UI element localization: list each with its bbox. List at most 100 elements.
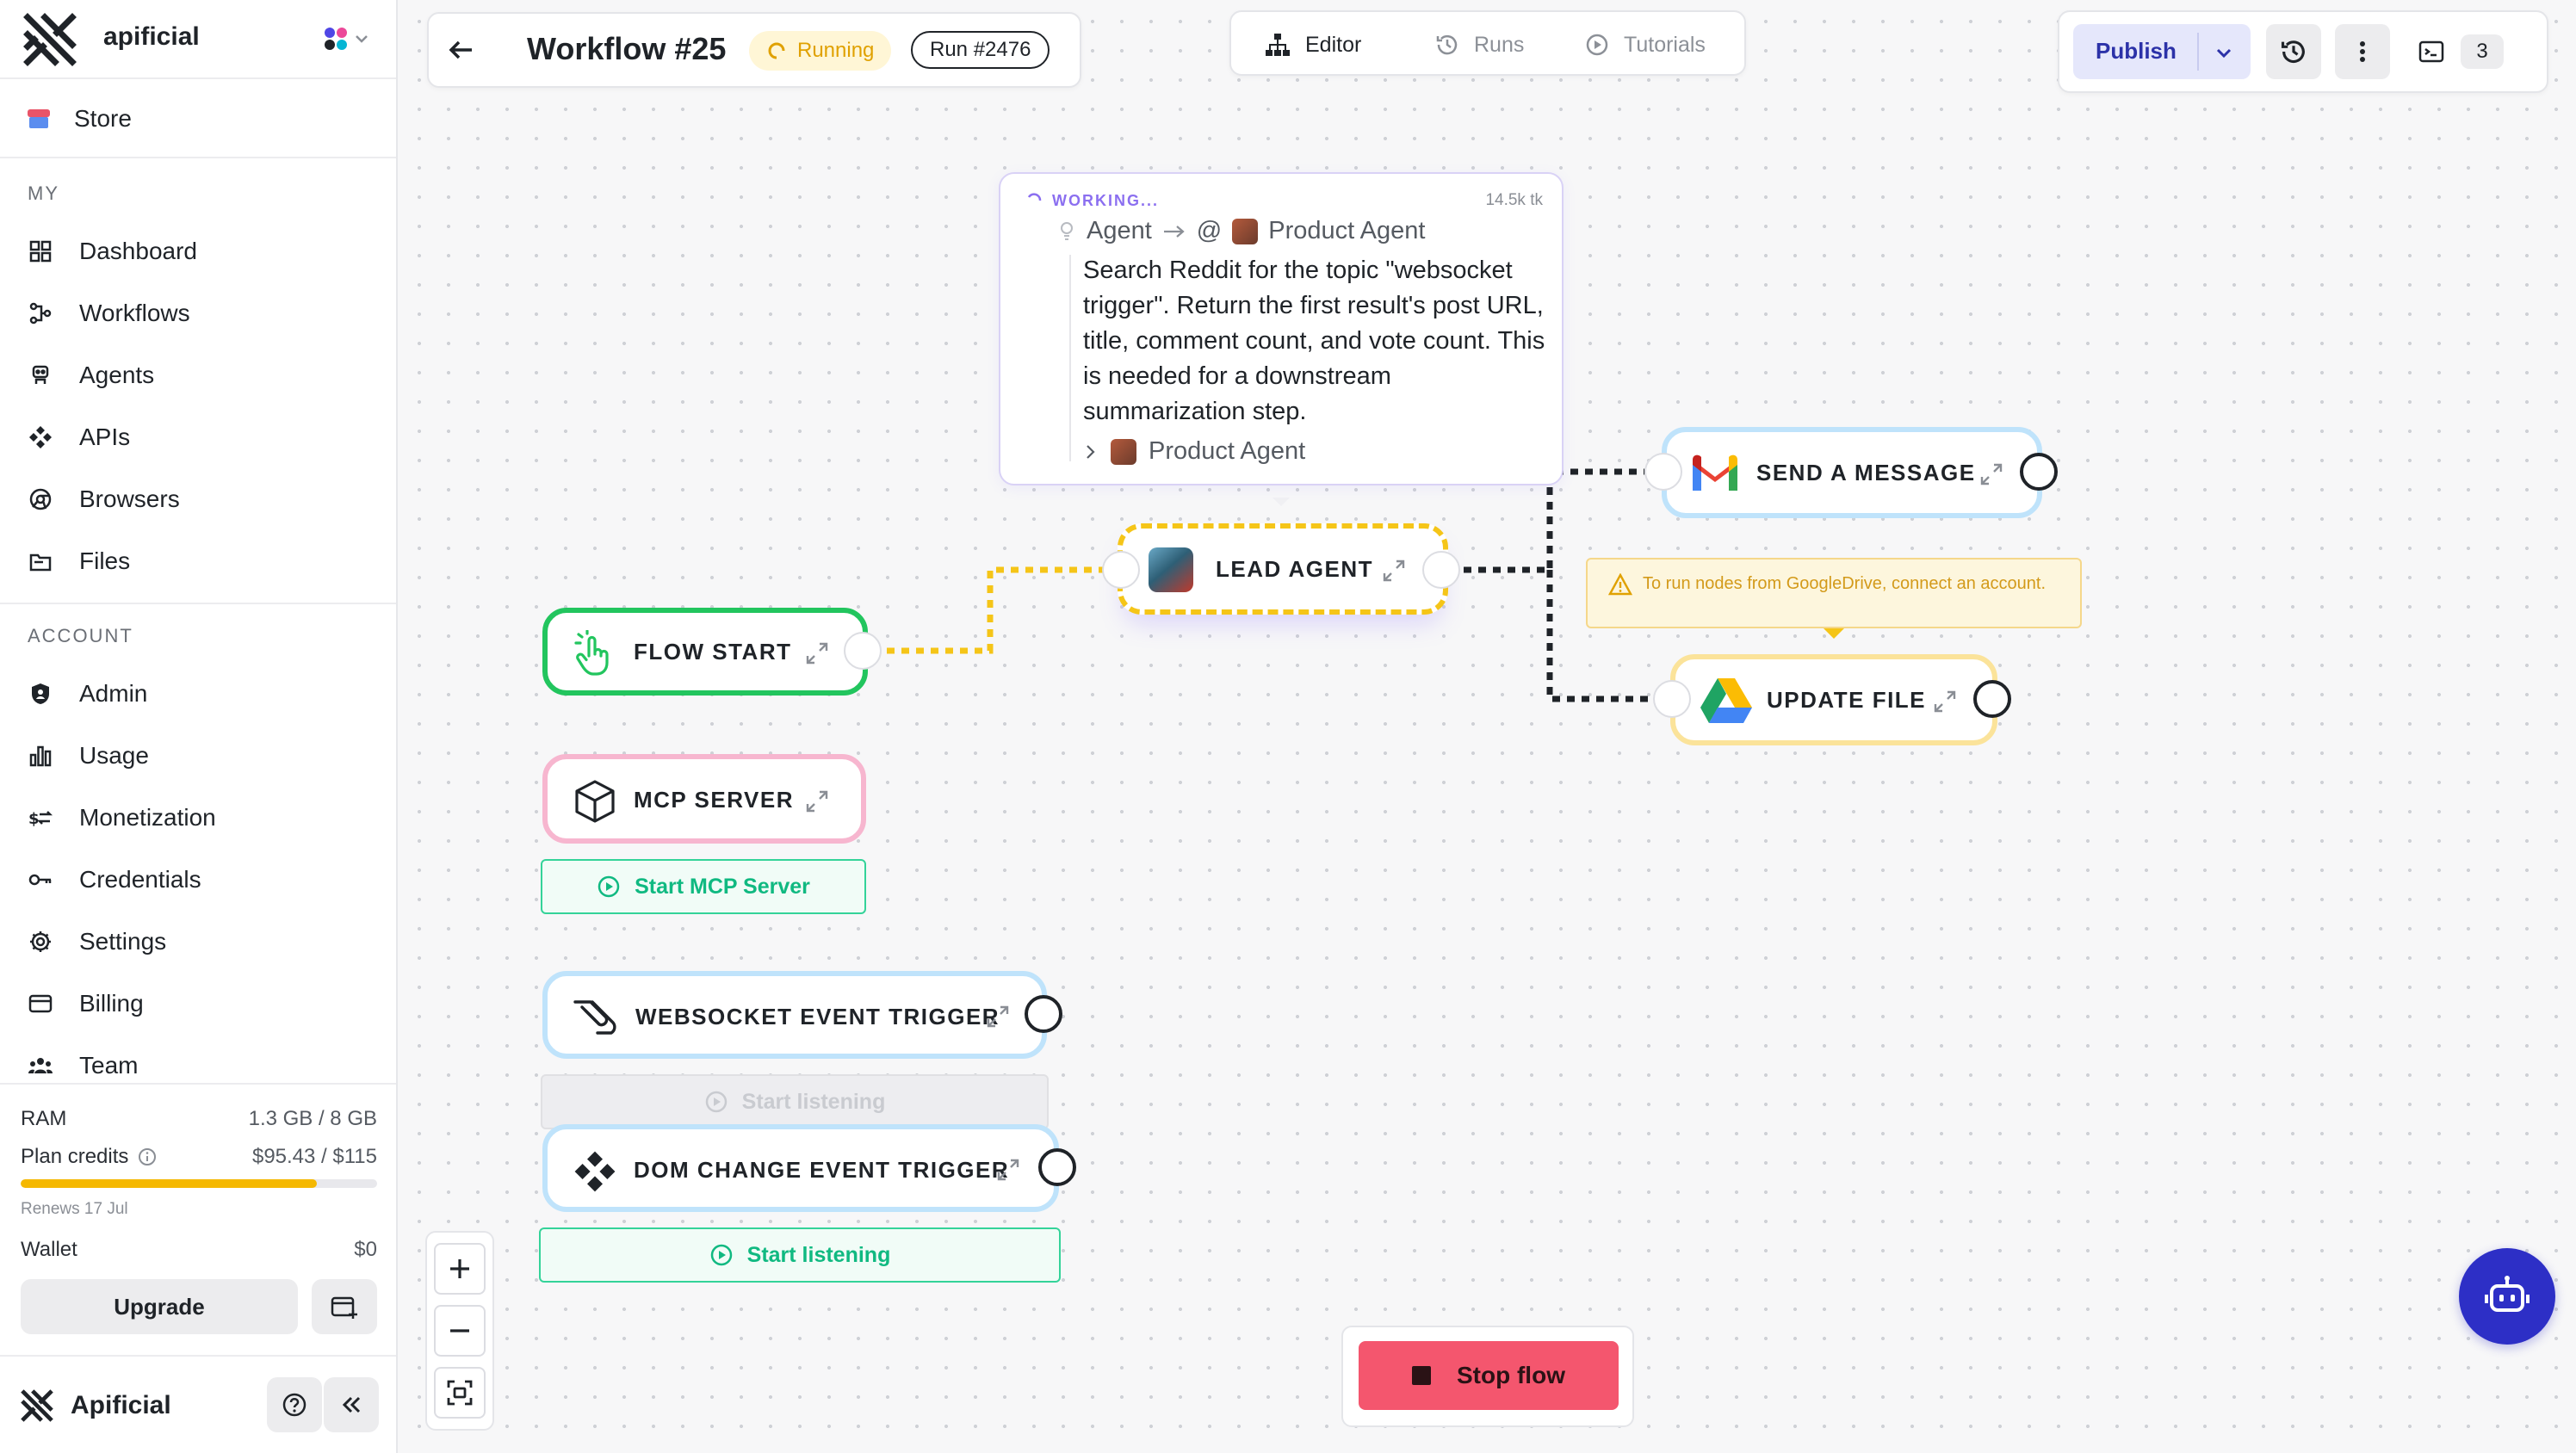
sidebar-item-browsers[interactable]: Browsers [28,480,180,518]
workflow-title[interactable]: Workflow #25 [527,31,727,66]
sidebar-item-store[interactable]: Store [26,102,132,136]
expand-icon[interactable] [1932,689,1958,714]
agent-working-card[interactable]: WORKING... 14.5k tk Agent @ Product Agen… [999,172,1564,485]
history-icon [2281,40,2305,64]
more-options-button[interactable] [2335,24,2390,79]
back-button[interactable] [446,33,494,67]
start-mcp-server-button[interactable]: Start MCP Server [541,859,866,914]
credits-progress-bar [21,1179,377,1188]
monetization-icon: $ [28,810,53,828]
sidebar-item-settings[interactable]: Settings [28,923,166,961]
send-message-input-port[interactable] [1644,453,1682,491]
expand-icon[interactable] [1978,461,2004,487]
dom-trigger-output-port[interactable] [1038,1148,1076,1186]
upgrade-button[interactable]: Upgrade [21,1279,298,1334]
ram-value: 1.3 GB / 8 GB [248,1107,377,1130]
expand-icon[interactable] [1381,558,1407,584]
node-websocket-trigger[interactable]: WEBSOCKET EVENT TRIGGER [542,971,1047,1059]
info-icon[interactable] [137,1147,158,1167]
footer-brand: Apificial [21,1389,171,1422]
send-message-output-port[interactable] [2020,453,2058,491]
workspace-name[interactable]: apificial [103,22,200,51]
gmail-icon [1693,454,1737,491]
sidebar-item-workflows[interactable]: Workflows [28,294,190,332]
expand-icon[interactable] [985,1004,1011,1029]
sidebar-item-files[interactable]: Files [28,542,130,580]
node-mcp-server[interactable]: MCP SERVER [542,754,866,844]
sub-agent-row[interactable]: Product Agent [1083,437,1305,466]
lead-agent-input-port[interactable] [1102,551,1140,589]
button-label: Start listening [741,1089,886,1114]
flow-start-output-port[interactable] [844,632,882,670]
publish-button[interactable]: Publish [2073,24,2251,79]
node-send-message[interactable]: SEND A MESSAGE [1662,427,2042,518]
sidebar-item-apis[interactable]: APIs [28,418,130,456]
credits-label: Plan credits [21,1145,129,1168]
task-description: Search Reddit for the topic "websocket t… [1083,257,1545,425]
node-update-file[interactable]: UPDATE FILE [1670,654,1997,745]
sidebar-item-label: Billing [79,990,144,1017]
sidebar-item-label: Store [74,105,132,132]
zoom-in-button[interactable] [434,1243,486,1295]
node-title: LEAD AGENT [1216,556,1374,582]
sidebar-item-label: Agents [79,362,155,388]
play-circle-icon [710,1244,732,1266]
stop-flow-button[interactable]: Stop flow [1359,1341,1619,1410]
sidebar-item-billing[interactable]: Billing [28,985,144,1023]
chevron-down-icon[interactable] [2211,40,2237,65]
assistant-bot-button[interactable] [2459,1248,2555,1345]
stop-flow-panel: Stop flow [1341,1326,1634,1427]
sidebar-item-label: Browsers [79,485,180,512]
node-title: MCP SERVER [634,787,794,813]
node-lead-agent[interactable]: LEAD AGENT [1118,523,1448,615]
version-history-button[interactable] [2266,24,2321,79]
run-badge[interactable]: Run #2476 [911,31,1050,69]
tab-runs[interactable]: Runs [1434,26,1524,64]
expand-icon[interactable] [804,788,830,814]
update-file-input-port[interactable] [1653,680,1691,718]
sidebar-item-monetization[interactable]: $ Monetization [28,799,216,837]
google-drive-icon [1700,678,1752,723]
sidebar-header: apificial [0,0,396,79]
minus-icon [450,1329,469,1332]
sidebar-item-usage[interactable]: Usage [28,737,149,775]
start-listening-websocket-button[interactable]: Start listening [541,1074,1049,1129]
sidebar-item-admin[interactable]: Admin [28,675,147,713]
sidebar-item-label: Dashboard [79,238,197,264]
zoom-out-button[interactable] [434,1305,486,1357]
apificial-logo-icon[interactable] [22,12,77,67]
node-flow-start[interactable]: FLOW START [542,608,868,696]
team-icon [28,1058,53,1073]
terminal-icon [2418,40,2444,63]
sidebar-item-label: APIs [79,424,131,450]
play-circle-icon [1586,34,1608,56]
sidebar-item-agents[interactable]: Agents [28,356,154,394]
button-label: Start listening [746,1242,891,1267]
workspace-switcher-icon[interactable] [317,21,372,59]
node-dom-change-trigger[interactable]: DOM CHANGE EVENT TRIGGER [542,1124,1059,1212]
sidebar-item-credentials[interactable]: Credentials [28,861,201,899]
wallet-row: Wallet $0 [21,1238,377,1262]
wallet-topup-button[interactable] [312,1279,377,1334]
sidebar-item-team[interactable]: Team [28,1047,138,1085]
from-agent-label: Agent [1087,217,1152,244]
console-button[interactable]: 3 [2418,24,2512,79]
sidebar-item-dashboard[interactable]: Dashboard [28,232,197,270]
update-file-output-port[interactable] [1973,680,2011,718]
lead-agent-output-port[interactable] [1422,551,1460,589]
websocket-trigger-output-port[interactable] [1025,995,1062,1033]
publish-divider [2197,33,2199,71]
divider [0,1355,396,1357]
expand-icon[interactable] [995,1157,1021,1183]
help-button[interactable] [267,1377,322,1432]
fit-view-button[interactable] [434,1367,486,1419]
tab-tutorials[interactable]: Tutorials [1584,26,1706,64]
at-symbol: @ [1196,217,1223,244]
collapse-sidebar-button[interactable] [324,1377,379,1432]
wallet-label: Wallet [21,1238,77,1261]
start-listening-dom-button[interactable]: Start listening [539,1227,1061,1283]
apis-icon [29,426,52,448]
websocket-icon [573,1000,616,1035]
expand-icon[interactable] [804,640,830,666]
tab-editor[interactable]: Editor [1264,26,1361,64]
